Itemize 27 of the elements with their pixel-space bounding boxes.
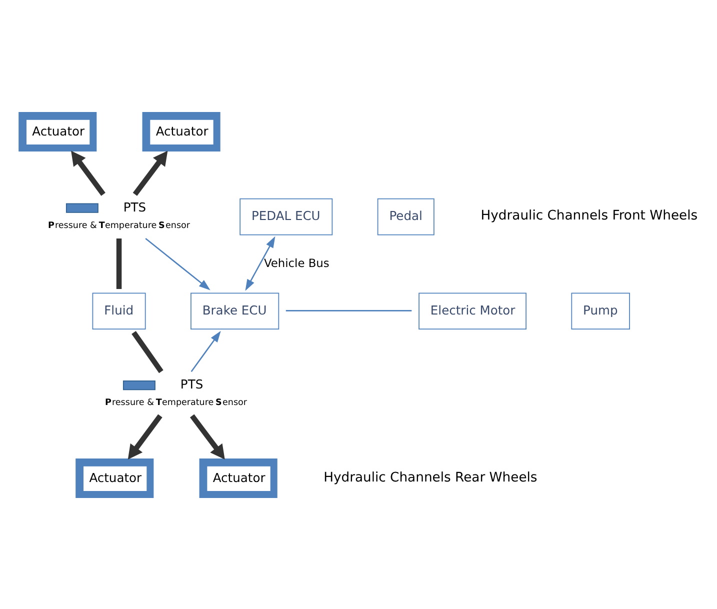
node-box: Actuator — [18, 112, 97, 151]
node-box: PEDAL ECU — [240, 198, 333, 235]
node-label: Pressure & Temperature Sensor — [104, 398, 248, 408]
node-label: Pressure & Temperature Sensor — [48, 220, 190, 230]
node-box: Actuator — [199, 458, 278, 498]
arrow — [190, 330, 221, 372]
label: Hydraulic Channels Front Wheels — [480, 208, 698, 223]
node-box: Actuator — [142, 112, 220, 151]
arrow — [190, 414, 225, 459]
edge-label: Vehicle Bus — [264, 255, 330, 270]
node-label: PTS — [180, 377, 204, 392]
connector — [116, 238, 122, 288]
arrow — [128, 414, 162, 459]
node-box: Electric Motor — [418, 292, 526, 330]
connector — [132, 330, 164, 373]
connector — [286, 310, 412, 311]
arrow — [71, 150, 106, 196]
arrow — [245, 236, 276, 290]
node-box: Fluid — [92, 292, 146, 330]
node-box: Actuator — [76, 458, 154, 498]
label: Hydraulic Channels Rear Wheels — [324, 470, 538, 485]
arrow — [145, 238, 210, 290]
node-label: PTS — [123, 200, 146, 214]
node-box: Pump — [571, 292, 630, 330]
node-box: Brake ECU — [190, 292, 280, 330]
node-box: Pedal — [377, 198, 434, 235]
arrow — [132, 150, 168, 196]
